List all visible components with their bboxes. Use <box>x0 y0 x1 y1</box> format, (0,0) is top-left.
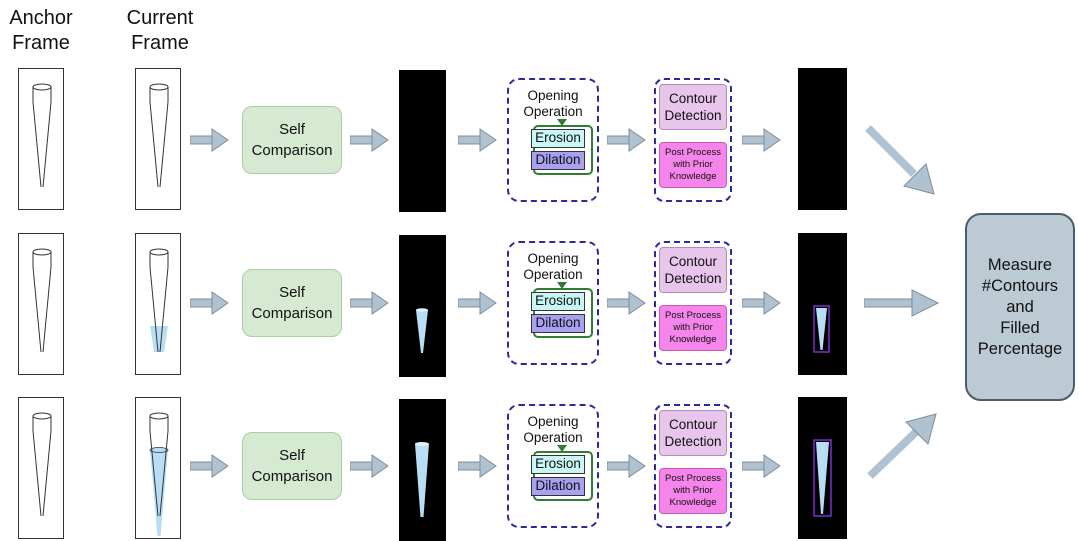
contour-detection-box: Contour Detection <box>659 247 727 293</box>
contour-output-image <box>798 68 847 210</box>
erosion-box: Erosion <box>531 129 585 148</box>
loop-arrow-icon <box>557 445 567 452</box>
dilation-box: Dilation <box>531 477 585 496</box>
erosion-box: Erosion <box>531 292 585 311</box>
flow-arrow <box>742 291 781 315</box>
flow-arrow <box>350 128 389 152</box>
current-frame-header: Current Frame <box>126 7 194 54</box>
difference-mask <box>399 70 446 212</box>
arrow-row2-to-measure <box>864 289 940 317</box>
opening-loop <box>533 125 593 175</box>
flow-arrow <box>190 454 229 478</box>
opening-loop <box>533 288 593 338</box>
self-comparison-box: Self Comparison <box>242 432 342 500</box>
contour-output-image <box>798 397 847 539</box>
loop-arrow-icon <box>557 119 567 126</box>
flow-arrow <box>742 128 781 152</box>
flow-arrow <box>607 128 646 152</box>
flow-arrow <box>607 291 646 315</box>
flow-arrow <box>458 128 497 152</box>
dilation-box: Dilation <box>531 151 585 170</box>
current-frame-image <box>135 233 181 375</box>
contour-detection-box: Contour Detection <box>659 84 727 130</box>
current-frame-image <box>135 68 181 210</box>
anchor-frame-image <box>18 68 64 210</box>
flow-arrow <box>350 454 389 478</box>
arrow-row3-to-measure <box>867 413 937 479</box>
post-process-box: Post Process with Prior Knowledge <box>659 142 727 188</box>
dilation-box: Dilation <box>531 314 585 333</box>
opening-operation-title: Opening Operation <box>523 414 583 445</box>
difference-mask <box>399 235 446 377</box>
measure-box: Measure #Contours and Filled Percentage <box>965 213 1075 401</box>
contour-detection-box: Contour Detection <box>659 410 727 456</box>
opening-operation-title: Opening Operation <box>523 251 583 282</box>
anchor-frame-header: Anchor Frame <box>9 7 73 54</box>
arrow-row1-to-measure <box>865 125 935 195</box>
flow-arrow <box>742 454 781 478</box>
post-process-box: Post Process with Prior Knowledge <box>659 468 727 514</box>
self-comparison-box: Self Comparison <box>242 269 342 337</box>
difference-mask <box>399 399 446 541</box>
flow-arrow <box>458 291 497 315</box>
opening-operation-title: Opening Operation <box>523 88 583 119</box>
current-frame-image <box>135 397 181 539</box>
post-process-box: Post Process with Prior Knowledge <box>659 305 727 351</box>
anchor-frame-image <box>18 397 64 539</box>
opening-loop <box>533 451 593 501</box>
flow-arrow <box>350 291 389 315</box>
flow-arrow <box>607 454 646 478</box>
self-comparison-box: Self Comparison <box>242 106 342 174</box>
erosion-box: Erosion <box>531 455 585 474</box>
flow-arrow <box>458 454 497 478</box>
flow-arrow <box>190 128 229 152</box>
anchor-frame-image <box>18 233 64 375</box>
contour-output-image <box>798 233 847 375</box>
flow-arrow <box>190 291 229 315</box>
loop-arrow-icon <box>557 282 567 289</box>
